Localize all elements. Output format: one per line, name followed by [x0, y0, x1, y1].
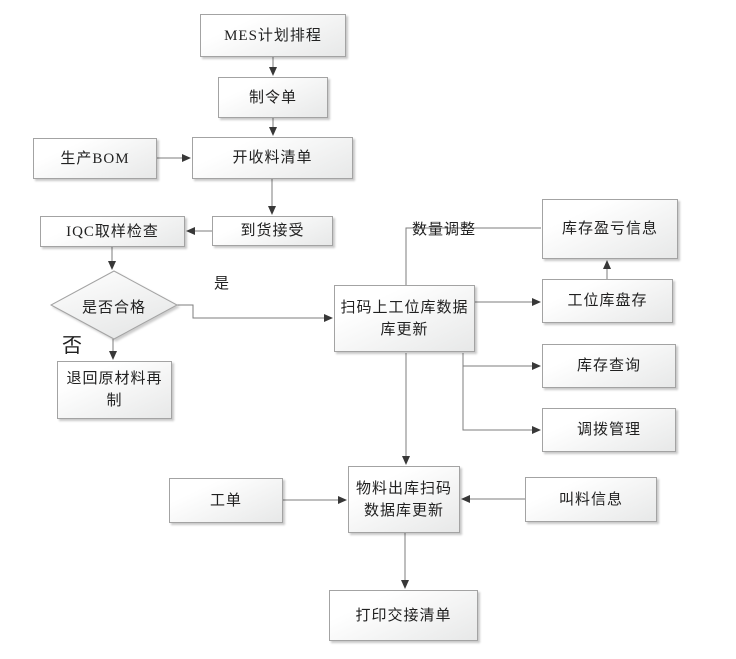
node-label: 工单 [209, 492, 242, 509]
node-label: 工位库盘存 [567, 293, 648, 309]
node-label: IQC取样检查 [66, 223, 159, 240]
node-qualified-decision: 是否合格 [54, 296, 174, 317]
node-production-bom: 生产BOM [33, 138, 157, 179]
node-label: 调拨管理 [576, 422, 641, 438]
node-arrival-accept: 到货接受 [212, 216, 333, 246]
node-label: 库存查询 [576, 358, 641, 374]
node-station-db-update: 扫码上工位库数据 库更新 [334, 285, 475, 352]
node-return-material: 退回原材料再 制 [57, 361, 172, 419]
decision-diamond-shape [49, 270, 179, 340]
node-label: MES计划排程 [224, 27, 322, 44]
node-label: 退回原材料再 制 [66, 371, 163, 409]
node-label: 扫码上工位库数据 库更新 [340, 299, 469, 338]
edge-label-no: 否 [62, 335, 83, 357]
node-work-order: 工单 [169, 478, 283, 523]
node-label: 开收料清单 [232, 150, 313, 166]
edge-label-quantity-adjust: 数量调整 [412, 222, 477, 238]
edge-scan-to-transfer [462, 366, 541, 434]
edge-label-yes: 是 [214, 276, 231, 292]
node-print-handover: 打印交接清单 [329, 590, 478, 641]
node-iqc-check: IQC取样检查 [40, 216, 185, 247]
node-call-material-info: 叫料信息 [525, 477, 657, 522]
edge-quantity-adjust [405, 227, 541, 285]
node-label: 是否合格 [81, 300, 146, 316]
node-station-inventory-count: 工位库盘存 [542, 279, 673, 323]
node-label: 制令单 [248, 89, 297, 106]
node-label: 叫料信息 [558, 491, 623, 508]
edge-scan-to-query [462, 353, 541, 370]
node-label: 生产BOM [60, 150, 130, 167]
node-inventory-query: 库存查询 [542, 344, 676, 388]
node-receive-list: 开收料清单 [192, 137, 353, 179]
node-outbound-db-update: 物料出库扫码 数据库更新 [348, 466, 460, 533]
node-label: 库存盈亏信息 [561, 221, 658, 237]
node-production-order: 制令单 [218, 77, 328, 118]
node-label: 物料出库扫码 数据库更新 [355, 480, 452, 519]
node-label: 打印交接清单 [355, 607, 452, 624]
node-transfer-management: 调拨管理 [542, 408, 676, 452]
node-inventory-profit-loss: 库存盈亏信息 [542, 199, 678, 259]
edge-decision-yes [177, 304, 333, 322]
node-mes-schedule: MES计划排程 [200, 14, 346, 57]
node-label: 到货接受 [240, 223, 305, 239]
